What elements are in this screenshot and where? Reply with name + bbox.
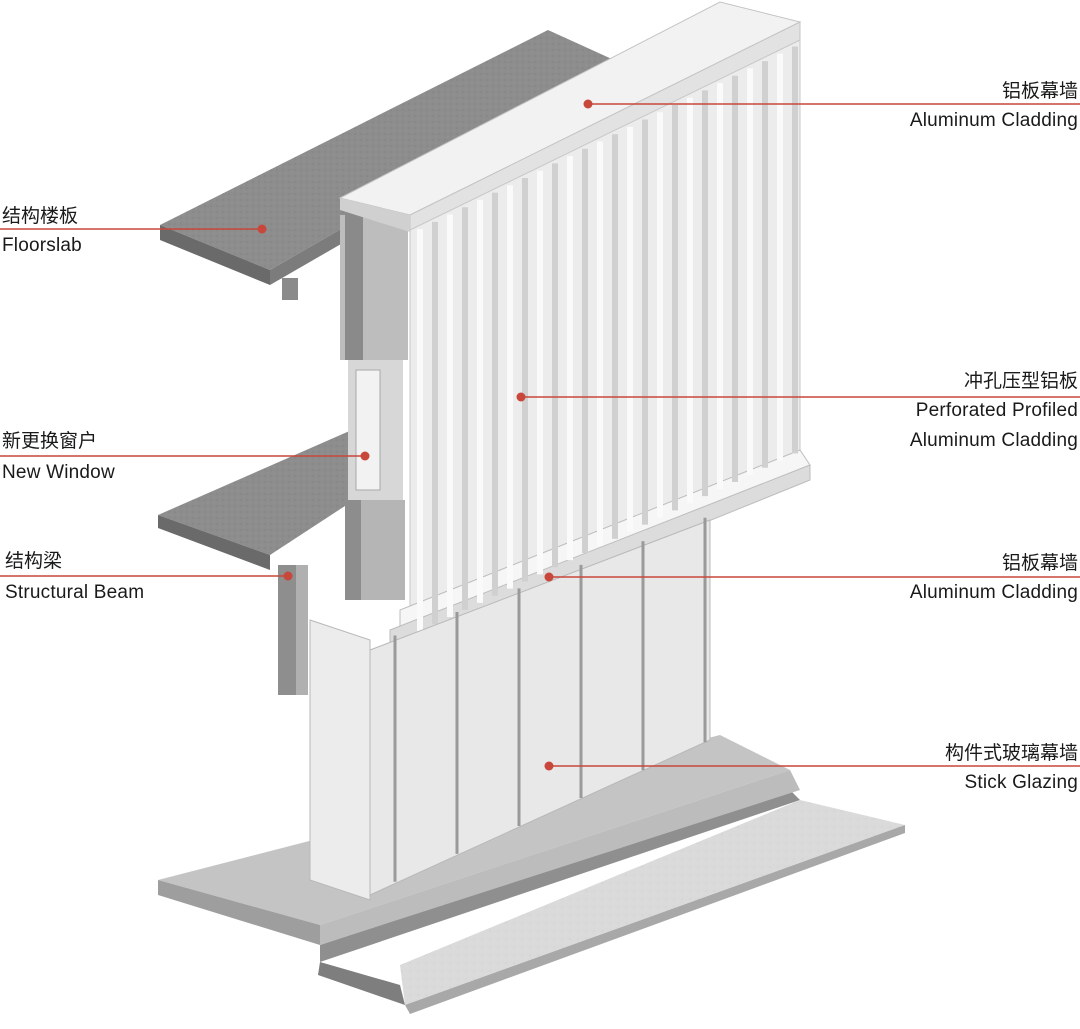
label-beam-zh: 结构梁 [5, 550, 63, 572]
lower-floorslab [158, 422, 400, 695]
label-perforated-en-2: Aluminum Cladding [909, 430, 1078, 451]
leader-dot-aluminum-top [583, 99, 593, 109]
label-aluminum-top-en: Aluminum Cladding [909, 110, 1078, 131]
label-perforated-zh: 冲孔压型铝板 [963, 370, 1078, 392]
label-perforated-en-1: Perforated Profiled [915, 400, 1078, 421]
label-stick-glazing-en: Stick Glazing [964, 772, 1078, 793]
label-floorslab-en: Floorslab [2, 235, 82, 256]
label-new-window-en: New Window [2, 462, 115, 483]
leader-dot-beam [283, 571, 293, 581]
leader-dot-stick-glazing [544, 761, 554, 771]
leader-dot-new-window [360, 451, 370, 461]
top-aluminum-cladding [338, 1, 802, 233]
label-stick-glazing-zh: 构件式玻璃幕墙 [944, 742, 1078, 764]
label-floorslab-zh: 结构楼板 [2, 205, 79, 227]
label-aluminum-mid-zh: 铝板幕墙 [1001, 552, 1078, 574]
stick-glazing [309, 517, 711, 901]
leader-dot-aluminum-mid [544, 572, 554, 582]
label-aluminum-top-zh: 铝板幕墙 [1001, 80, 1078, 102]
leader-dot-perforated [516, 392, 526, 402]
label-new-window-zh: 新更换窗户 [2, 430, 98, 452]
window-wall-band [340, 210, 408, 600]
label-aluminum-mid-en: Aluminum Cladding [909, 582, 1078, 603]
leader-dot-floorslab [257, 224, 267, 234]
label-beam-en: Structural Beam [5, 582, 145, 603]
